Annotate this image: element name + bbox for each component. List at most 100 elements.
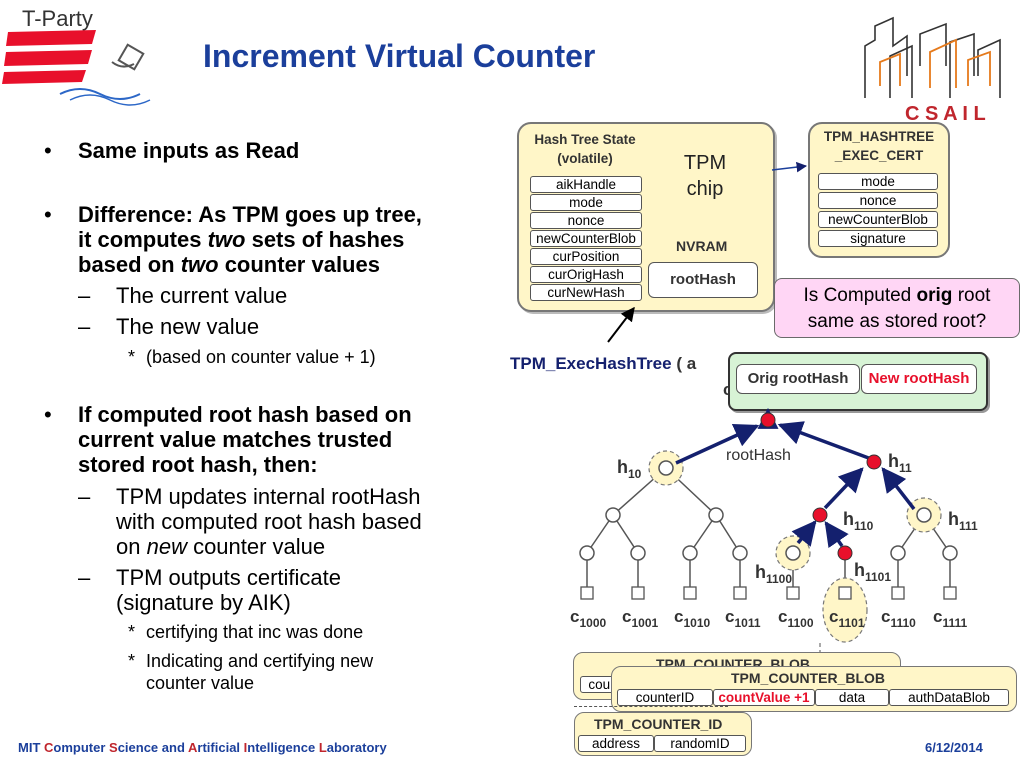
cert-field-mode: mode: [818, 173, 938, 190]
exec-args: ( a: [676, 354, 697, 373]
t-party-logo-text: T-Party: [22, 6, 93, 31]
field-mode: mode: [530, 194, 642, 211]
footer-lab-name: MIT Computer Science and Artificial Inte…: [18, 740, 387, 755]
bullet-2-line-1: Difference: As TPM goes up tree,: [78, 202, 422, 227]
sub-bullet-4-line-1: TPM outputs certificate: [116, 565, 341, 590]
text-run: aboratory: [326, 740, 387, 755]
text-run: Is Computed: [803, 285, 917, 306]
emphasis: two: [180, 252, 219, 277]
h1100-label: h1100: [755, 562, 792, 586]
field-curNewHash: curNewHash: [530, 284, 642, 301]
text-run: counter value: [186, 534, 326, 559]
csail-logo: C S A I L: [864, 16, 1001, 125]
bullet-1: Same inputs as Read: [78, 138, 300, 163]
star: *: [128, 622, 136, 642]
sub-bullet-current: The current value: [116, 283, 288, 308]
text-run: ntelligence: [247, 740, 319, 755]
sub-bullet-3-line-2: with computed root hash based: [116, 509, 422, 534]
leaf-c1001: c1001: [622, 607, 658, 630]
question-line-2: same as stored root?: [807, 311, 987, 332]
text-run: based on: [78, 252, 181, 277]
leaf-c1010: c1010: [674, 607, 710, 630]
h111-label: h111: [948, 509, 978, 533]
text-run: omputer: [53, 740, 110, 755]
text-run: I: [243, 740, 248, 755]
dash: –: [78, 283, 91, 308]
leaf-c1101: c1101: [829, 607, 865, 630]
state-title-1: Hash Tree State: [534, 132, 636, 147]
field-aikHandle: aikHandle: [530, 176, 642, 193]
sub-bullet-3-line-3: on new counter value: [116, 534, 325, 559]
field-newCounterBlob: newCounterBlob: [530, 230, 642, 247]
text-run: sets of hashes: [245, 227, 405, 252]
field-curPosition: curPosition: [530, 248, 642, 265]
t-party-logo: [2, 30, 151, 106]
text-run: counter values: [218, 252, 380, 277]
counter-blob-title: TPM_COUNTER_BLOB: [731, 670, 886, 686]
cert-title-1: TPM_HASHTREE: [823, 129, 935, 144]
text-run: root: [952, 285, 991, 306]
star: *: [128, 347, 136, 367]
bullet-3-line-2: current value matches trusted: [78, 427, 393, 452]
subsub-bullet-3-line-1: Indicating and certifying new: [146, 651, 374, 671]
text-run: A: [188, 740, 198, 755]
star: *: [128, 651, 136, 671]
footer-date: 6/12/2014: [925, 740, 983, 755]
leaf-c1100: c1100: [778, 607, 814, 630]
subsub-bullet-1: (based on counter value + 1): [146, 347, 376, 367]
text-run: on: [116, 534, 147, 559]
text-run: MIT: [18, 740, 44, 755]
tpm-chip-label: TPM chip: [660, 150, 750, 202]
blob-counterID: counterID: [617, 689, 713, 706]
leaf-c1110: c1110: [881, 607, 916, 630]
cert-field-nonce: nonce: [818, 192, 938, 209]
exec-to-tpm-arrow: [607, 306, 635, 343]
hash-tree-state-title: Hash Tree State (volatile): [525, 130, 645, 168]
chip-label-1: TPM: [683, 152, 727, 174]
orig-root-hash: Orig rootHash: [736, 364, 860, 394]
blob-id-connector: [574, 706, 728, 707]
counter-id-title: TPM_COUNTER_ID: [594, 716, 723, 732]
bullet-2-line-3: based on two counter values: [78, 252, 380, 277]
chip-label-2: chip: [686, 178, 724, 200]
field-curOrigHash: curOrigHash: [530, 266, 642, 283]
bullet-3-line-1: If computed root hash based on: [78, 402, 412, 427]
text-run: rtificial: [197, 740, 244, 755]
subsub-bullet-3-line-2: counter value: [146, 673, 255, 693]
question-line-1: Is Computed orig root: [775, 283, 1019, 309]
h1101-label: h1101: [854, 560, 891, 584]
cert-title-2: _EXEC_CERT: [834, 148, 924, 163]
field-nonce: nonce: [530, 212, 642, 229]
bullet-3-line-3: stored root hash, then:: [78, 452, 318, 477]
cert-field-signature: signature: [818, 230, 938, 247]
text-run: C: [44, 740, 54, 755]
csail-logo-text: C S A I L: [905, 103, 986, 125]
emphasis: new: [146, 534, 187, 559]
bullet-dot: •: [44, 402, 52, 427]
new-root-hash: New rootHash: [861, 364, 977, 394]
text-run: S: [109, 740, 118, 755]
question-box: Is Computed orig root same as stored roo…: [774, 278, 1020, 338]
sub-bullet-4-line-2: (signature by AIK): [116, 590, 291, 615]
emphasis: two: [207, 227, 246, 252]
dash: –: [78, 565, 91, 590]
emphasis: orig: [916, 285, 953, 306]
subsub-bullet-2: certifying that inc was done: [146, 622, 364, 642]
leaf-c1111: c1111: [933, 607, 968, 630]
blob-data: data: [815, 689, 889, 706]
h11-label: h11: [888, 451, 912, 475]
text-run: it computes: [78, 227, 208, 252]
text-run: cience and: [117, 740, 189, 755]
blob-countValue: countValue +1: [713, 689, 815, 706]
tpm-to-cert-arrow: [771, 161, 808, 173]
counter-id-address: address: [578, 735, 654, 752]
leaf-c1011: c1011: [725, 607, 761, 630]
blob-authDataBlob: authDataBlob: [889, 689, 1009, 706]
hash-tree-diagram: rootHash h10 h11 h110 h111 h1100 h1101 c…: [570, 161, 978, 658]
dash: –: [78, 314, 91, 339]
exec-command: TPM_ExecHashTree: [510, 354, 672, 373]
sub-bullet-3-line-1: TPM updates internal rootHash: [116, 484, 421, 509]
counter-id-randomID: randomID: [654, 735, 746, 752]
bullet-dot: •: [44, 202, 52, 227]
cert-field-newCounterBlob: newCounterBlob: [818, 211, 938, 228]
